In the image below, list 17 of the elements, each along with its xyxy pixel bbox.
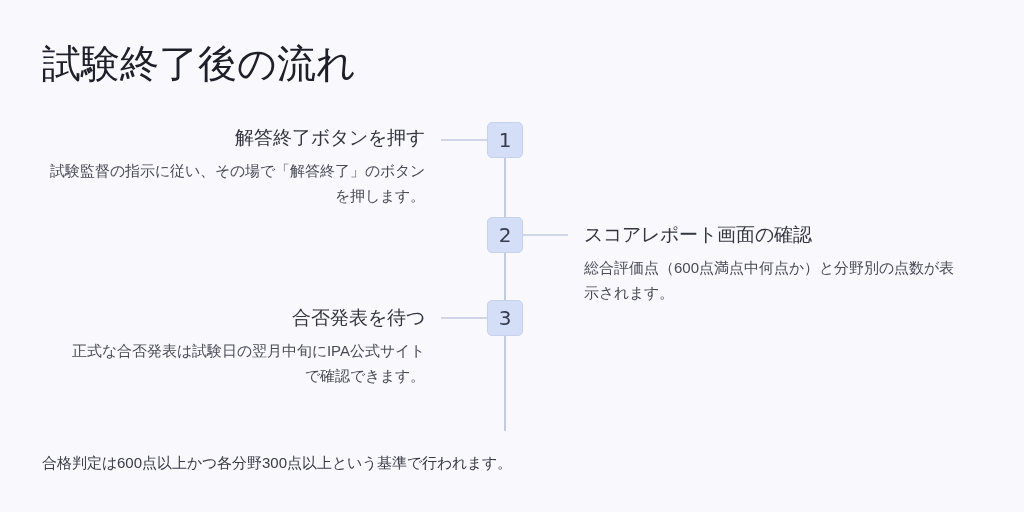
number-badge: 3 xyxy=(487,300,523,336)
number-badge: 1 xyxy=(487,122,523,158)
connector-line xyxy=(440,317,488,319)
connector-line xyxy=(504,157,506,218)
number-badge: 2 xyxy=(487,217,523,253)
note-text: 合格判定は600点以上かつ各分野300点以上という基準で行われます。 xyxy=(42,453,513,473)
step-description: 総合評価点（600点満点中何点か）と分野別の点数が表示されます。 xyxy=(584,258,956,303)
step-description: 正式な合否発表は試験日の翌月中旬にIPA公式サイトで確認できます。 xyxy=(70,341,425,386)
step-heading: スコアレポート画面の確認 xyxy=(584,223,812,247)
connector-line xyxy=(522,234,569,236)
title: 試験終了後の流れ xyxy=(42,41,356,87)
step-heading: 解答終了ボタンを押す xyxy=(235,126,425,150)
connector-line xyxy=(504,335,506,432)
connector-line xyxy=(440,139,488,141)
connector-line xyxy=(504,252,506,301)
step-description: 試験監督の指示に従い、その場で「解答終了」のボタンを押します。 xyxy=(49,161,425,206)
step-heading: 合否発表を待つ xyxy=(292,306,425,330)
